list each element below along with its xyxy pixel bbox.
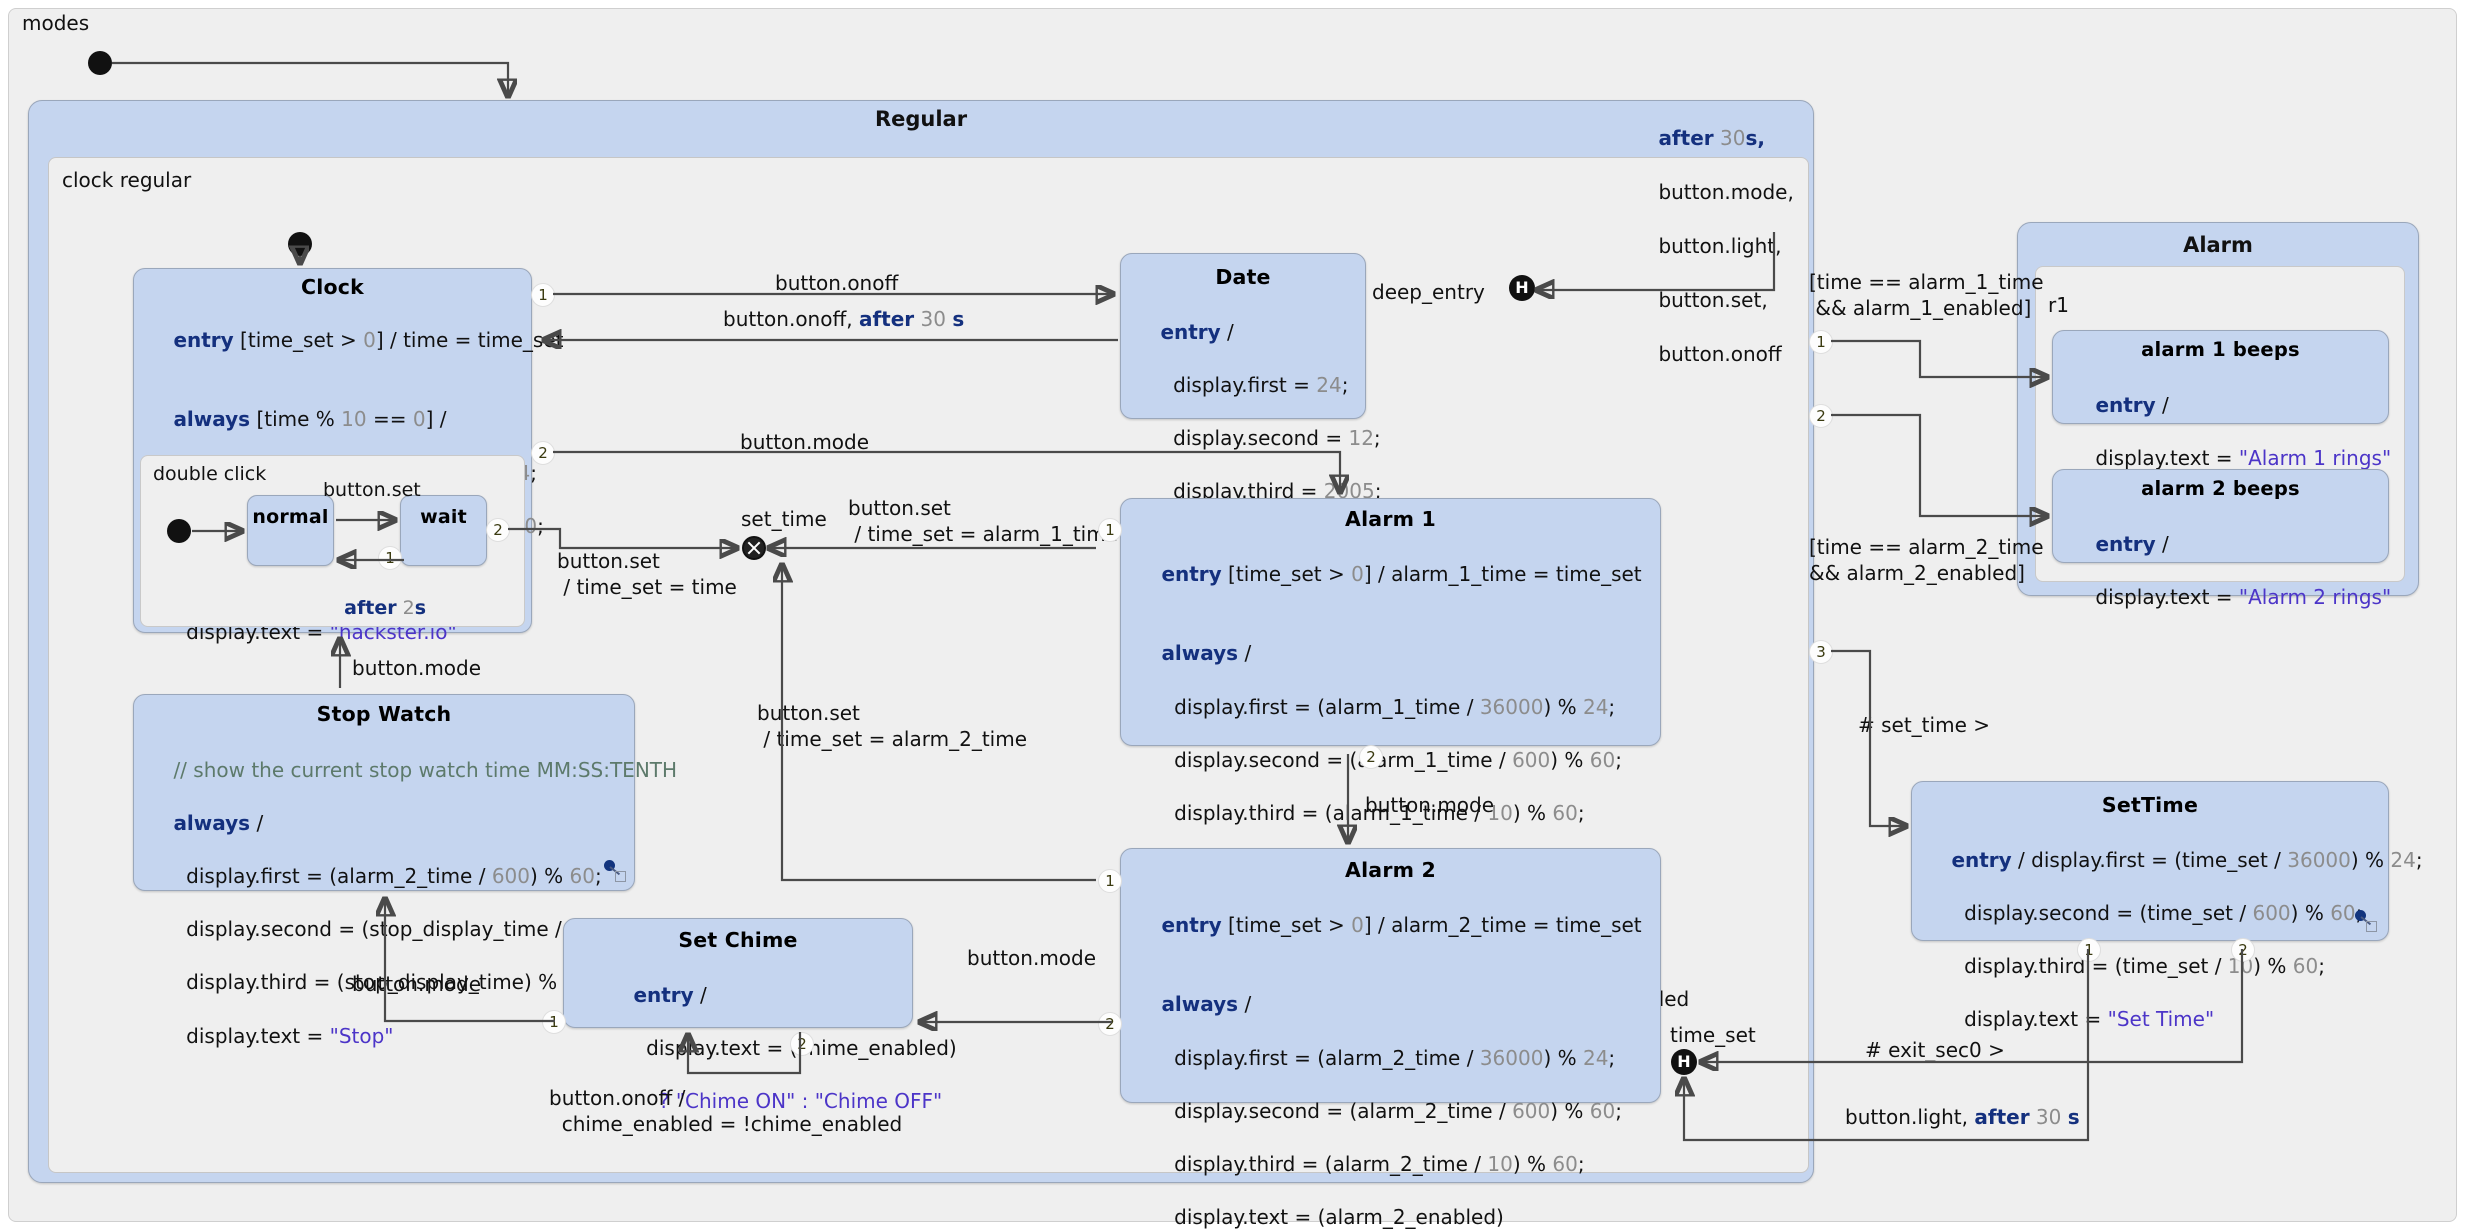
set-time-junction-label: set_time — [741, 507, 827, 531]
state-alarm-1-beeps[interactable] — [2052, 330, 2389, 424]
junction-from-alarm1-label: button.set / time_set = alarm_1_time — [848, 496, 1119, 546]
stop-watch-resize-handle[interactable] — [604, 860, 626, 882]
transition-normal-to-wait-label: button.set — [323, 479, 421, 501]
state-alarm-1[interactable] — [1120, 498, 1661, 746]
deep-entry-label: deep_entry — [1372, 280, 1485, 304]
settime-resize-handle[interactable] — [2355, 910, 2377, 932]
date-after-keyword: after — [858, 307, 915, 331]
state-wait-title: wait — [420, 506, 467, 528]
after-keyword: after — [344, 596, 397, 619]
state-clock-title: Clock — [301, 275, 364, 299]
date-after-unit: s — [952, 307, 965, 331]
connector-num-wait-2: 2 — [486, 518, 510, 542]
connector-num-settime-b1: 1 — [2077, 938, 2101, 962]
label-exit-sec0: # exit_sec0 > — [1865, 1038, 2005, 1062]
connector-num-alarm1-bottom-2: 2 — [1359, 745, 1383, 769]
state-alarm-2-beeps-title: alarm 2 beeps — [2141, 477, 2300, 500]
region-double-click-label: double click — [153, 463, 267, 485]
connector-num-setchime-left-1: 1 — [542, 1010, 566, 1034]
state-settime[interactable] — [1911, 781, 2389, 941]
time-set-history-icon[interactable]: H — [1671, 1049, 1697, 1075]
label-setchime-to-stopwatch: button.mode — [352, 972, 482, 996]
connector-num-clock-right-2: 2 — [531, 441, 555, 465]
regular-exit-events: after 30s, button.mode, button.light, bu… — [1633, 98, 1794, 395]
connector-num-settime-3: 3 — [1809, 640, 1833, 664]
time-set-history-label: time_set — [1670, 1023, 1756, 1047]
exit-after-num: 30 — [1719, 126, 1746, 150]
state-alarm-2-beeps-body: entry / display.text = "Alarm 2 rings" — [2095, 531, 2392, 609]
junction-from-alarm2-label: button.set / time_set = alarm_2_time — [757, 701, 1028, 751]
label-clock-to-alarm1: button.mode — [740, 430, 870, 454]
deep-entry-history-icon[interactable]: H — [1509, 275, 1535, 301]
settime-after-keyword: after — [1974, 1105, 2030, 1129]
state-set-chime-title: Set Chime — [678, 928, 798, 952]
initial-state-double-click — [167, 519, 191, 543]
state-alarm-2-body: entry [time_set > 0] / alarm_2_time = ti… — [1161, 912, 1642, 1230]
stop-watch-comment: // show the current stop watch time MM:S… — [173, 757, 678, 782]
label-settime-back: button.light, after 30 s — [1845, 1105, 2080, 1129]
connector-num-settime-b2: 2 — [2231, 938, 2255, 962]
label-clock-to-date: button.onoff — [775, 271, 899, 295]
state-alarm-1-beeps-body: entry / display.text = "Alarm 1 rings" — [2095, 392, 2392, 470]
state-settime-body: entry / display.first = (time_set / 3600… — [1951, 847, 2423, 1032]
state-date-title: Date — [1215, 265, 1271, 289]
transition-wait-to-normal-label: after 2s — [320, 571, 426, 645]
state-stop-watch[interactable] — [133, 694, 635, 891]
connector-num-wait-1: 1 — [378, 546, 402, 570]
connector-num-setchime-bottom-2: 2 — [790, 1032, 814, 1056]
connector-num-alarm1-left-1: 1 — [1098, 518, 1122, 542]
exit-ev-mode: button.mode, — [1658, 180, 1794, 204]
label-date-to-clock: button.onoff, after 30 s — [723, 307, 965, 331]
connector-num-alarm2-left-1: 1 — [1098, 869, 1122, 893]
label-set-time-guard: # set_time > — [1858, 713, 1990, 737]
state-alarm-1-beeps-title: alarm 1 beeps — [2141, 338, 2300, 361]
settime-after-unit: s — [2067, 1105, 2080, 1129]
exit-after-unit: s, — [1745, 126, 1765, 150]
state-settime-title: SetTime — [2101, 793, 2199, 817]
settime-after-num: 30 — [2035, 1105, 2062, 1129]
alarm-2-guard-label: [time == alarm_2_time && alarm_2_enabled… — [1809, 535, 2044, 585]
root-region-label: modes — [22, 11, 90, 35]
label-setchime-self: button.onoff / chime_enabled = !chime_en… — [549, 1086, 903, 1136]
state-stop-watch-title: Stop Watch — [316, 702, 452, 726]
set-time-junction-icon[interactable] — [742, 536, 766, 560]
state-alarm-2-beeps[interactable] — [2052, 469, 2389, 563]
state-normal-title: normal — [252, 506, 329, 528]
region-clock-regular-label: clock regular — [62, 168, 192, 192]
initial-state-root — [88, 51, 112, 75]
connector-num-alarm-guard-2: 2 — [1809, 404, 1833, 428]
state-alarm-composite-title: Alarm — [2183, 233, 2253, 257]
initial-state-clock-regular — [288, 232, 312, 256]
state-regular-title: Regular — [874, 107, 968, 131]
label-alarm1-to-alarm2: button.mode — [1365, 793, 1495, 817]
exit-ev-set: button.set, — [1658, 288, 1768, 312]
connector-num-clock-right-1: 1 — [531, 283, 555, 307]
state-date[interactable] — [1120, 253, 1366, 419]
state-alarm-2[interactable] — [1120, 848, 1661, 1103]
label-stopwatch-to-clock: button.mode — [352, 656, 482, 680]
junction-from-clock-label: button.set / time_set = time — [557, 549, 737, 599]
after-num: 2 — [402, 596, 415, 619]
connector-num-alarm2-right-2: 2 — [1098, 1012, 1122, 1036]
exit-ev-light: button.light, — [1658, 234, 1782, 258]
after-unit: s — [414, 596, 427, 619]
exit-ev-onoff: button.onoff — [1658, 342, 1782, 366]
state-alarm-1-title: Alarm 1 — [1345, 507, 1436, 531]
region-alarm-r1-label: r1 — [2048, 293, 2069, 317]
exit-after-keyword: after — [1658, 126, 1714, 150]
alarm-1-guard-label: [time == alarm_1_time && alarm_1_enabled… — [1809, 270, 2044, 320]
date-after-num: 30 — [920, 307, 946, 331]
state-set-chime[interactable] — [563, 918, 913, 1028]
label-alarm2-to-setchime: button.mode — [967, 946, 1097, 970]
state-normal[interactable] — [247, 495, 334, 566]
connector-num-alarm-guard-1: 1 — [1809, 330, 1833, 354]
state-alarm-2-title: Alarm 2 — [1345, 858, 1436, 882]
